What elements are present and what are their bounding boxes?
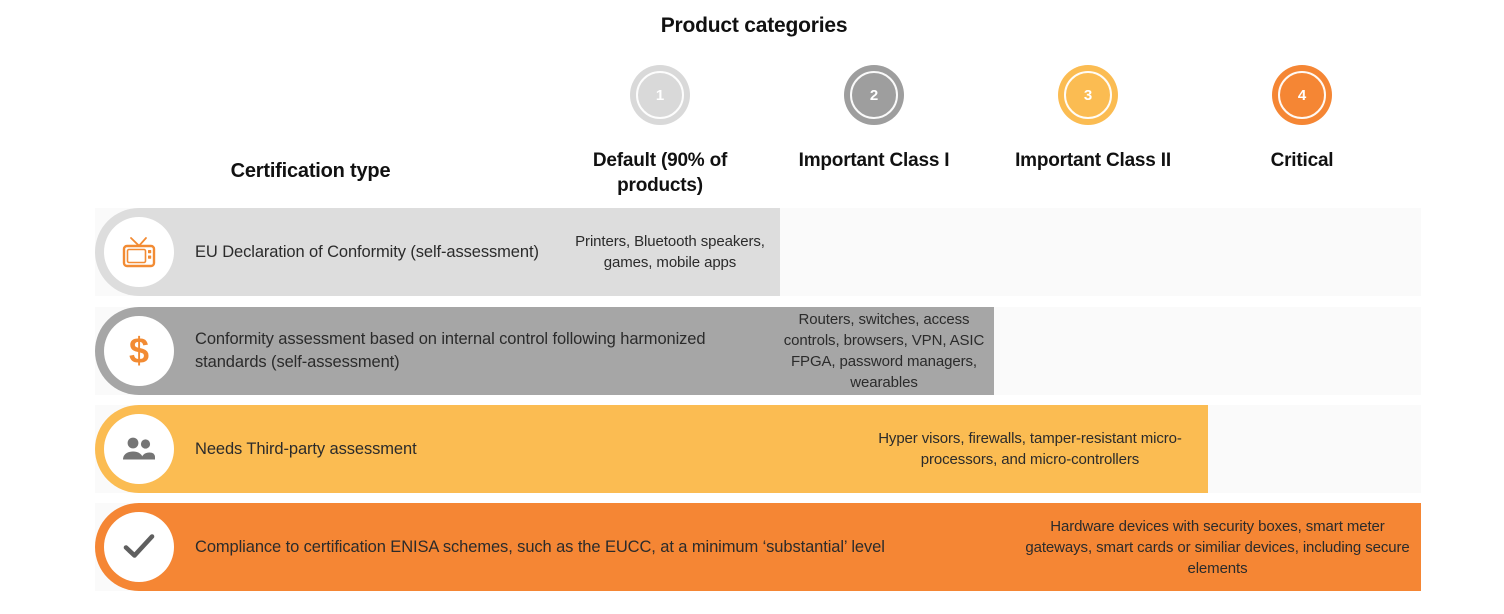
category-badge-4-number: 4 — [1278, 71, 1326, 119]
category-badge-2: 2 — [844, 65, 904, 125]
row-label: Needs Third-party assessment — [195, 439, 417, 458]
check-icon — [104, 512, 174, 582]
category-badge-1: 1 — [630, 65, 690, 125]
category-header-2: Important Class I — [798, 150, 950, 171]
page-title-text: Product categories — [660, 14, 848, 37]
row-category-text: Printers, Bluetooth speakers, games, mob… — [575, 233, 765, 271]
row-label: EU Declaration of Conformity (self-asses… — [195, 242, 539, 261]
row-category-text: Hyper visors, firewalls, tamper-resistan… — [878, 430, 1182, 468]
row-label: Compliance to certification ENISA scheme… — [195, 537, 885, 556]
people-icon — [104, 414, 174, 484]
category-badge-2-number: 2 — [850, 71, 898, 119]
dollar-icon: $ — [104, 316, 174, 386]
tv-icon — [104, 217, 174, 287]
row-fill — [95, 503, 1421, 591]
category-badge-4: 4 — [1272, 65, 1332, 125]
category-badge-1-number: 1 — [636, 71, 684, 119]
category-header-1: Default (90% of products) — [592, 150, 728, 196]
row-fill — [95, 405, 1208, 493]
category-header-3: Important Class II — [1015, 150, 1171, 171]
row-fill — [95, 208, 780, 296]
row-label: Conformity assessment based on internal … — [195, 330, 706, 371]
row-category-text: Routers, switches, access controls, brow… — [783, 311, 985, 391]
page-title: Product categories — [0, 14, 1504, 38]
dollar-glyph: $ — [128, 330, 150, 371]
row-category-text: Hardware devices with security boxes, sm… — [1025, 517, 1410, 577]
category-badge-3: 3 — [1058, 65, 1118, 125]
category-header-4: Critical — [1270, 150, 1334, 171]
row-fill — [95, 307, 994, 395]
category-badge-3-number: 3 — [1064, 71, 1112, 119]
certification-type-header: Certification type — [230, 160, 391, 182]
